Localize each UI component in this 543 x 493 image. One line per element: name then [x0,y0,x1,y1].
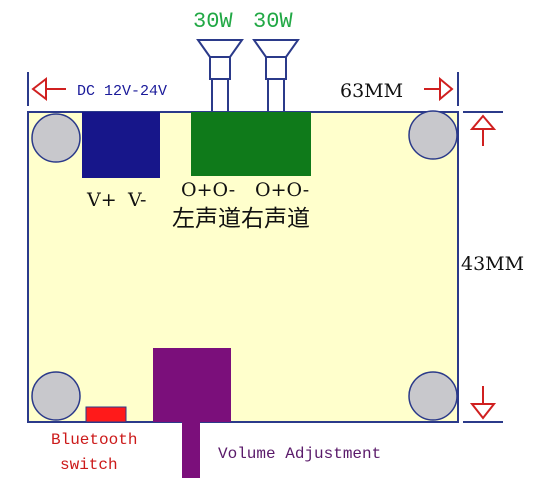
volume-knob-shaft [182,422,200,478]
left-output-terminals: O+O- [181,179,235,201]
speaker-left-watt-label: 30W [193,9,233,34]
dc-power-connector [82,112,160,178]
width-arrow-left-icon [31,76,47,102]
height-arrow-bottom-icon [469,403,497,420]
dc-voltage-label: DC 12V-24V [77,83,167,100]
board-height-label: 43MM [461,253,524,275]
volume-adjustment-label: Volume Adjustment [218,445,381,463]
bluetooth-label-line2: switch [60,456,118,474]
bluetooth-switch [85,406,127,423]
height-arrow-top-icon [469,114,497,130]
bluetooth-label-line1: Bluetooth [51,431,137,449]
mount-hole-bottom-left [31,371,81,421]
width-arrow-right-icon [439,76,454,102]
volume-knob-body [153,348,231,422]
channel-labels: 左声道右声道 [172,206,310,232]
speaker-right-icon [252,39,300,80]
power-positive-label: V+ [86,189,117,211]
mount-hole-bottom-right [408,371,458,421]
mount-hole-top-right [408,110,458,160]
mount-hole-top-left [31,113,81,163]
right-output-terminals: O+O- [255,179,309,201]
speaker-right-watt-label: 30W [253,9,293,34]
board-width-label: 63MM [340,80,403,102]
power-negative-label: V- [127,189,146,211]
speaker-left-icon [196,39,244,80]
speaker-output-connector [191,112,311,176]
